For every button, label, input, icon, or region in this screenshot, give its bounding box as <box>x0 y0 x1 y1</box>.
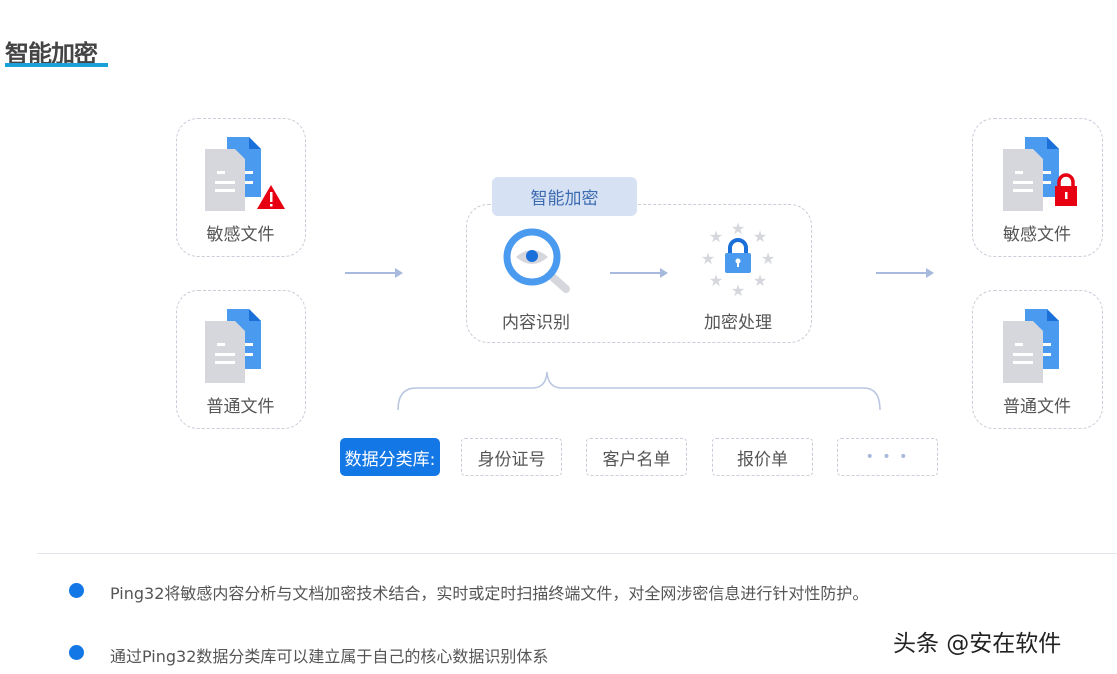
result-normal-file-label: 普通文件 <box>1003 397 1071 417</box>
svg-text:★: ★ <box>731 219 745 238</box>
svg-text:★: ★ <box>731 281 745 298</box>
bullet-icon <box>69 645 84 660</box>
svg-text:★: ★ <box>709 227 723 246</box>
encryption-lock-stars-icon: ★ ★ ★ ★ ★ ★ ★ ★ <box>701 219 775 298</box>
encryption-processing-label: 加密处理 <box>704 313 772 333</box>
source-sensitive-file-card: 敏感文件 <box>176 118 306 257</box>
bullet-text: 通过Ping32数据分类库可以建立属于自己的核心数据识别体系 <box>110 647 549 666</box>
document-icon <box>1003 309 1059 383</box>
arrow-right-icon <box>610 268 668 278</box>
svg-text:★: ★ <box>761 249 775 268</box>
divider <box>37 553 1117 554</box>
content-scan-magnifier-icon <box>503 228 570 293</box>
process-header: 智能加密 <box>492 177 637 216</box>
arrow-right-icon <box>876 268 934 278</box>
document-warning-icon <box>205 137 285 211</box>
svg-text:★: ★ <box>753 227 767 246</box>
encrypted-sensitive-file-label: 敏感文件 <box>1003 225 1071 245</box>
source-normal-file-card: 普通文件 <box>176 290 306 429</box>
result-sensitive-file-card: 敏感文件 <box>972 118 1103 257</box>
result-normal-file-card: 普通文件 <box>972 290 1103 429</box>
bullet-text: Ping32将敏感内容分析与文档加密技术结合，实时或定时扫描终端文件，对全网涉密… <box>110 584 869 603</box>
bullet-icon <box>69 583 84 598</box>
arrow-right-icon <box>345 268 403 278</box>
data-classification-library-label: 数据分类库: <box>340 438 440 476</box>
svg-text:★: ★ <box>709 271 723 290</box>
normal-file-label: 普通文件 <box>206 397 275 417</box>
document-locked-icon <box>1003 137 1077 211</box>
content-recognition-label: 内容识别 <box>502 313 570 333</box>
tag-quotation: 报价单 <box>712 438 813 476</box>
curly-brace <box>397 371 881 411</box>
sensitive-file-label: 敏感文件 <box>206 225 275 245</box>
tag-more: • • • <box>837 438 938 476</box>
title-underline <box>5 63 108 67</box>
watermark: 头条 @安在软件 <box>893 631 1062 657</box>
document-icon <box>205 309 261 383</box>
tag-customer-list: 客户名单 <box>586 438 687 476</box>
svg-text:★: ★ <box>753 271 767 290</box>
tag-id-number: 身份证号 <box>461 438 562 476</box>
svg-text:★: ★ <box>701 249 715 268</box>
